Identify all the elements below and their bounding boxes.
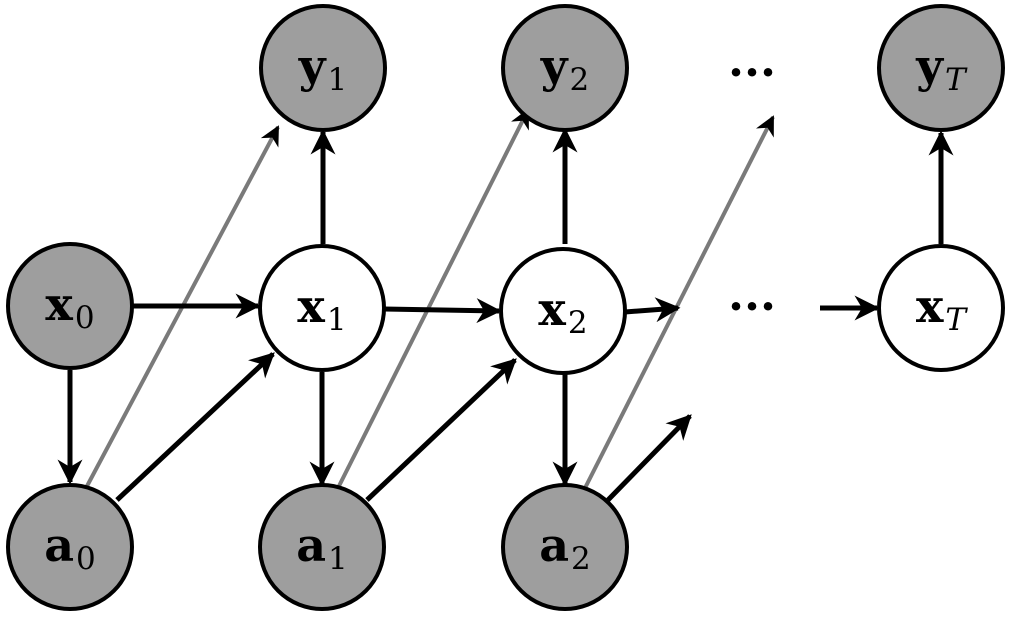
node-label: x0 bbox=[45, 277, 94, 336]
node-label: xT bbox=[916, 279, 968, 338]
node-label: yT bbox=[915, 39, 968, 98]
node-x2: x2 bbox=[499, 247, 627, 375]
node-x0: x0 bbox=[6, 242, 134, 370]
node-circle bbox=[501, 4, 629, 132]
node-label: x1 bbox=[297, 279, 346, 338]
ellipsis-top: ··· bbox=[728, 45, 776, 99]
node-circle bbox=[877, 4, 1005, 132]
ellipsis-middle: ··· bbox=[728, 279, 776, 333]
node-circle bbox=[877, 244, 1005, 372]
node-label: x2 bbox=[538, 282, 587, 341]
node-circle bbox=[501, 483, 629, 611]
node-label: y2 bbox=[540, 39, 589, 98]
node-circle bbox=[258, 244, 386, 372]
edge-x2-next bbox=[624, 297, 681, 323]
node-a1: a1 bbox=[258, 483, 386, 611]
node-a0: a0 bbox=[6, 483, 134, 611]
node-x1: x1 bbox=[258, 244, 386, 372]
node-label: a1 bbox=[296, 518, 348, 577]
edge-a1-x2 bbox=[365, 358, 517, 502]
edge-x1-x2 bbox=[383, 298, 502, 324]
node-a2: a2 bbox=[501, 483, 629, 611]
edge-a0-x1 bbox=[115, 352, 275, 502]
black-edges bbox=[57, 127, 954, 502]
node-label: a2 bbox=[539, 518, 591, 577]
node-label: y1 bbox=[298, 39, 347, 98]
node-y2: y2 bbox=[501, 4, 629, 132]
node-y1: y1 bbox=[259, 4, 387, 132]
node-circle bbox=[499, 247, 627, 375]
node-xT: xT bbox=[877, 244, 1005, 372]
node-circle bbox=[6, 483, 134, 611]
node-circle bbox=[258, 483, 386, 611]
node-label: a0 bbox=[44, 518, 96, 577]
node-circle bbox=[6, 242, 134, 370]
node-yT: yT bbox=[877, 4, 1005, 132]
edge-a1-y2 bbox=[336, 108, 530, 489]
node-circle bbox=[259, 4, 387, 132]
edge-a2-next bbox=[606, 414, 692, 502]
